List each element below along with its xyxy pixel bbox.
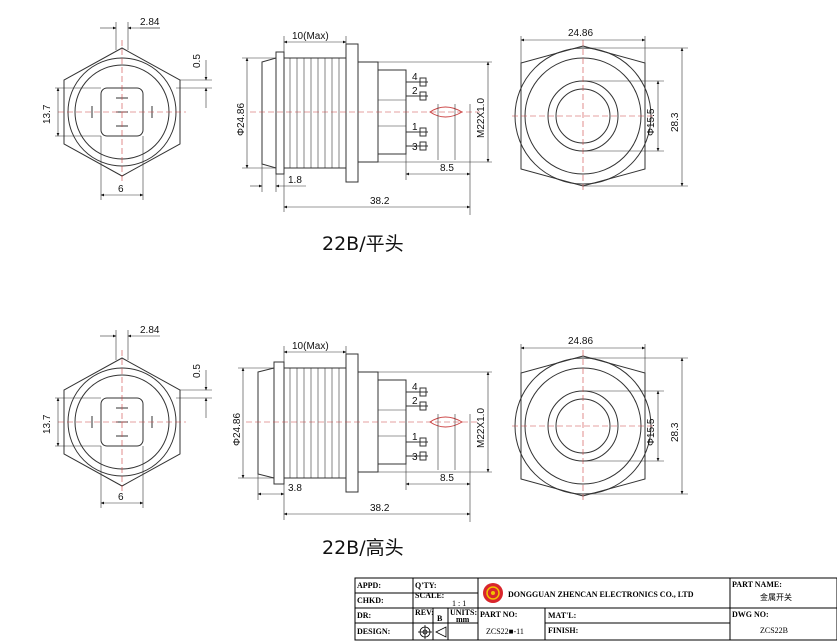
- value-part-name: 金属开关: [760, 592, 792, 602]
- rear-view-top: [512, 36, 688, 192]
- pin-label: 2: [412, 86, 418, 97]
- pin-label: 1: [412, 122, 418, 133]
- dim-bottom-body-dia: Φ24.86: [232, 413, 243, 446]
- drawing-top: 2.84 0.5 13.7 6: [42, 17, 688, 255]
- caption-top: 22B/平头: [322, 233, 404, 255]
- dim-bottom-thread-len: 10(Max): [292, 341, 329, 352]
- dim-bottom-width: 6: [118, 492, 124, 503]
- pin-label: 3: [412, 452, 418, 463]
- dim-top-thread: M22X1.0: [476, 98, 487, 138]
- company-name: DONGGUAN ZHENCAN ELECTRONICS CO., LTD: [508, 590, 694, 599]
- company-logo: [483, 583, 503, 603]
- caption-bottom: 22B/高头: [322, 537, 404, 559]
- side-view-bottom: [238, 346, 492, 522]
- label-rev: REV:: [415, 608, 434, 617]
- dim-top-hex-h: 28.3: [670, 112, 681, 132]
- dim-top-body-dia: Φ24.86: [236, 103, 247, 136]
- dim-top-width-top: 2.84: [140, 17, 160, 28]
- dim-top-width: 6: [118, 184, 124, 195]
- dim-top-hex: 24.86: [568, 28, 593, 39]
- pin-label: 3: [412, 142, 418, 153]
- dim-bottom-bezel: 3.8: [288, 483, 302, 494]
- dim-bottom-width-top: 2.84: [140, 325, 160, 336]
- label-qty: Q'TY:: [415, 581, 437, 590]
- rear-view-bottom: [512, 344, 688, 502]
- dim-top-total-len: 38.2: [370, 196, 390, 207]
- label-units: UNITS:: [450, 608, 477, 617]
- pin-label: 1: [412, 432, 418, 443]
- dim-bottom-total-len: 38.2: [370, 503, 390, 514]
- drawing-bottom: 2.84 0.5 13.7 6: [42, 325, 688, 559]
- front-view-bottom: [55, 330, 212, 508]
- dim-top-pin-len: 8.5: [440, 163, 454, 174]
- pin-label: 4: [412, 382, 418, 393]
- dim-top-gap: 0.5: [192, 54, 203, 68]
- pin-label: 2: [412, 396, 418, 407]
- label-appd: APPD:: [357, 581, 381, 590]
- label-dr: DR:: [357, 611, 371, 620]
- dim-bottom-gap: 0.5: [192, 364, 203, 378]
- value-rev: B: [437, 614, 443, 623]
- label-part-name: PART NAME:: [732, 580, 782, 589]
- label-finish: FINISH:: [548, 626, 578, 635]
- dim-bottom-cap-dia: Φ15.5: [646, 418, 657, 446]
- title-block: APPD: Q'TY: CHKD: SCALE: 1 : 1 DR: REV: …: [354, 577, 837, 641]
- dim-top-height: 13.7: [42, 104, 53, 124]
- side-view-top: [242, 36, 492, 215]
- dim-bottom-pin-len: 8.5: [440, 473, 454, 484]
- dim-top-thread-len: 10(Max): [292, 31, 329, 42]
- value-part-no: ZCS22■-11: [486, 627, 524, 636]
- value-dwg-no: ZCS22B: [760, 626, 788, 635]
- dim-bottom-hex: 24.86: [568, 336, 593, 347]
- label-chkd: CHKD:: [357, 596, 384, 605]
- label-part-no: PART NO:: [480, 610, 517, 619]
- value-units: mm: [456, 615, 470, 624]
- label-dwg-no: DWG NO:: [732, 610, 769, 619]
- label-scale: SCALE:: [415, 591, 444, 600]
- dim-top-cap-dia: Φ15.5: [646, 108, 657, 136]
- front-view-top: [55, 22, 212, 200]
- dim-bottom-hex-h: 28.3: [670, 422, 681, 442]
- projection-icon: [418, 625, 447, 639]
- pin-label: 4: [412, 72, 418, 83]
- value-scale: 1 : 1: [452, 599, 466, 608]
- dim-bottom-thread: M22X1.0: [476, 408, 487, 448]
- label-design: DESIGN:: [357, 627, 390, 636]
- dim-bottom-height: 13.7: [42, 414, 53, 434]
- dim-top-bezel: 1.8: [288, 175, 302, 186]
- label-matl: MAT'L:: [548, 611, 576, 620]
